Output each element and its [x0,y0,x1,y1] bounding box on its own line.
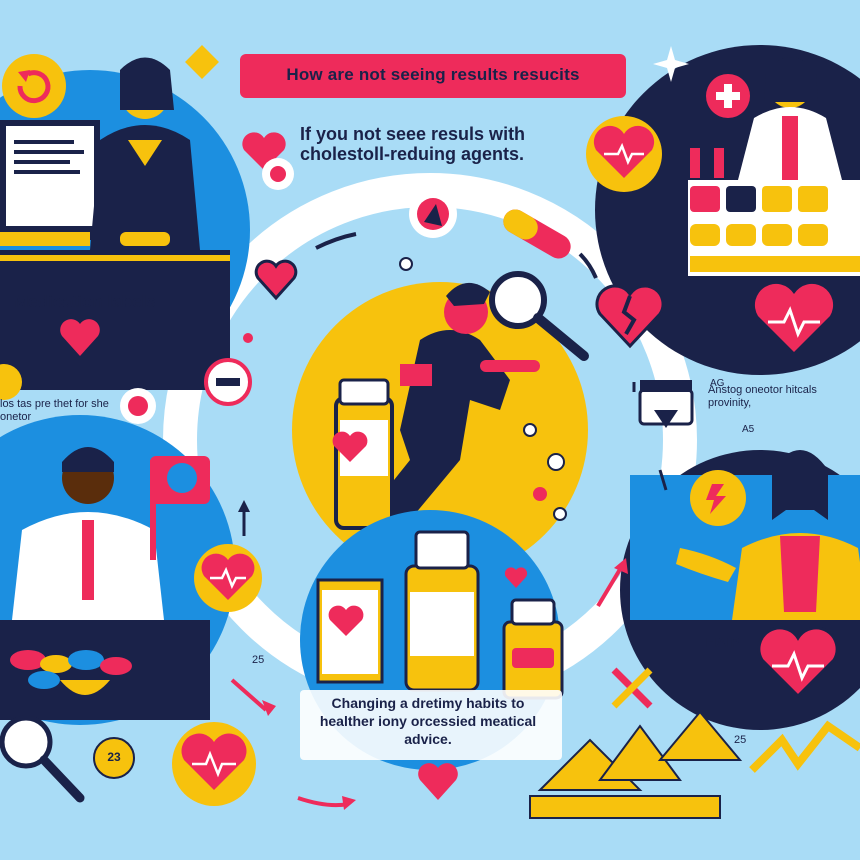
heart-icon [504,567,528,588]
arrow-icon [596,558,628,608]
ruler-icon [529,710,743,819]
heart-icon [242,132,286,170]
scale-icon [638,380,694,428]
medication-labels-label: Medication labels [14,292,156,311]
haip-label: HAIP [706,634,740,650]
right-note: Anstog oneotor hitcals provinity, [708,384,817,409]
heartbeat-icon [754,283,834,352]
scene-bottles [300,510,564,770]
left-note: los tas pre thet for she onetor [0,398,109,423]
broken-heart-icon [595,284,665,349]
medical-badge-icon [409,190,457,238]
heart-icon [332,431,368,462]
diamond-icon [185,45,219,79]
decor-dot [399,257,413,271]
refresh-icon [2,54,66,118]
badge-icon [120,388,156,424]
scene-pharmacy [595,45,860,375]
pill-icon [503,209,571,259]
heart-icon [328,605,364,636]
decor-dot [243,333,253,343]
arrow-icon [230,678,276,716]
number-badge-icon [0,364,22,400]
heart-icon [60,319,100,356]
scene-woman [620,450,860,730]
page-title: How are not seeing results resucits [286,65,580,84]
coin-icon [93,737,135,779]
code-label: AG [710,378,725,389]
arrow-icon [297,796,356,810]
scene-medication-labels [0,57,250,390]
heart-icon [418,763,458,800]
heart-icon [254,259,298,301]
number-label: 25 [734,734,747,746]
arrow-icon [238,232,668,536]
changing-habits-label: Changing a dretimy habits to healther io… [319,695,537,747]
sparkle-icon [653,46,689,82]
mini-heart-badge-icon [262,158,294,190]
heartbeat-icon [194,544,262,612]
code-label: A5 [742,424,755,435]
number-label: 23 [107,750,121,764]
stopwatch-icon [204,358,252,406]
cross-icon [611,667,653,709]
title-banner: How are not seeing results resucits [240,54,626,98]
scene-researcher [292,271,589,578]
trend-line [749,720,860,773]
heartbeat-icon [172,722,256,806]
heartbeat-icon [586,116,662,192]
heartbeat-icon [757,626,839,699]
magnifier-icon [0,715,85,803]
number-label: 25 [252,654,265,666]
scene-doctor [0,415,235,725]
page-subtitle: If you not seee resuls with cholestoll-r… [300,124,526,164]
